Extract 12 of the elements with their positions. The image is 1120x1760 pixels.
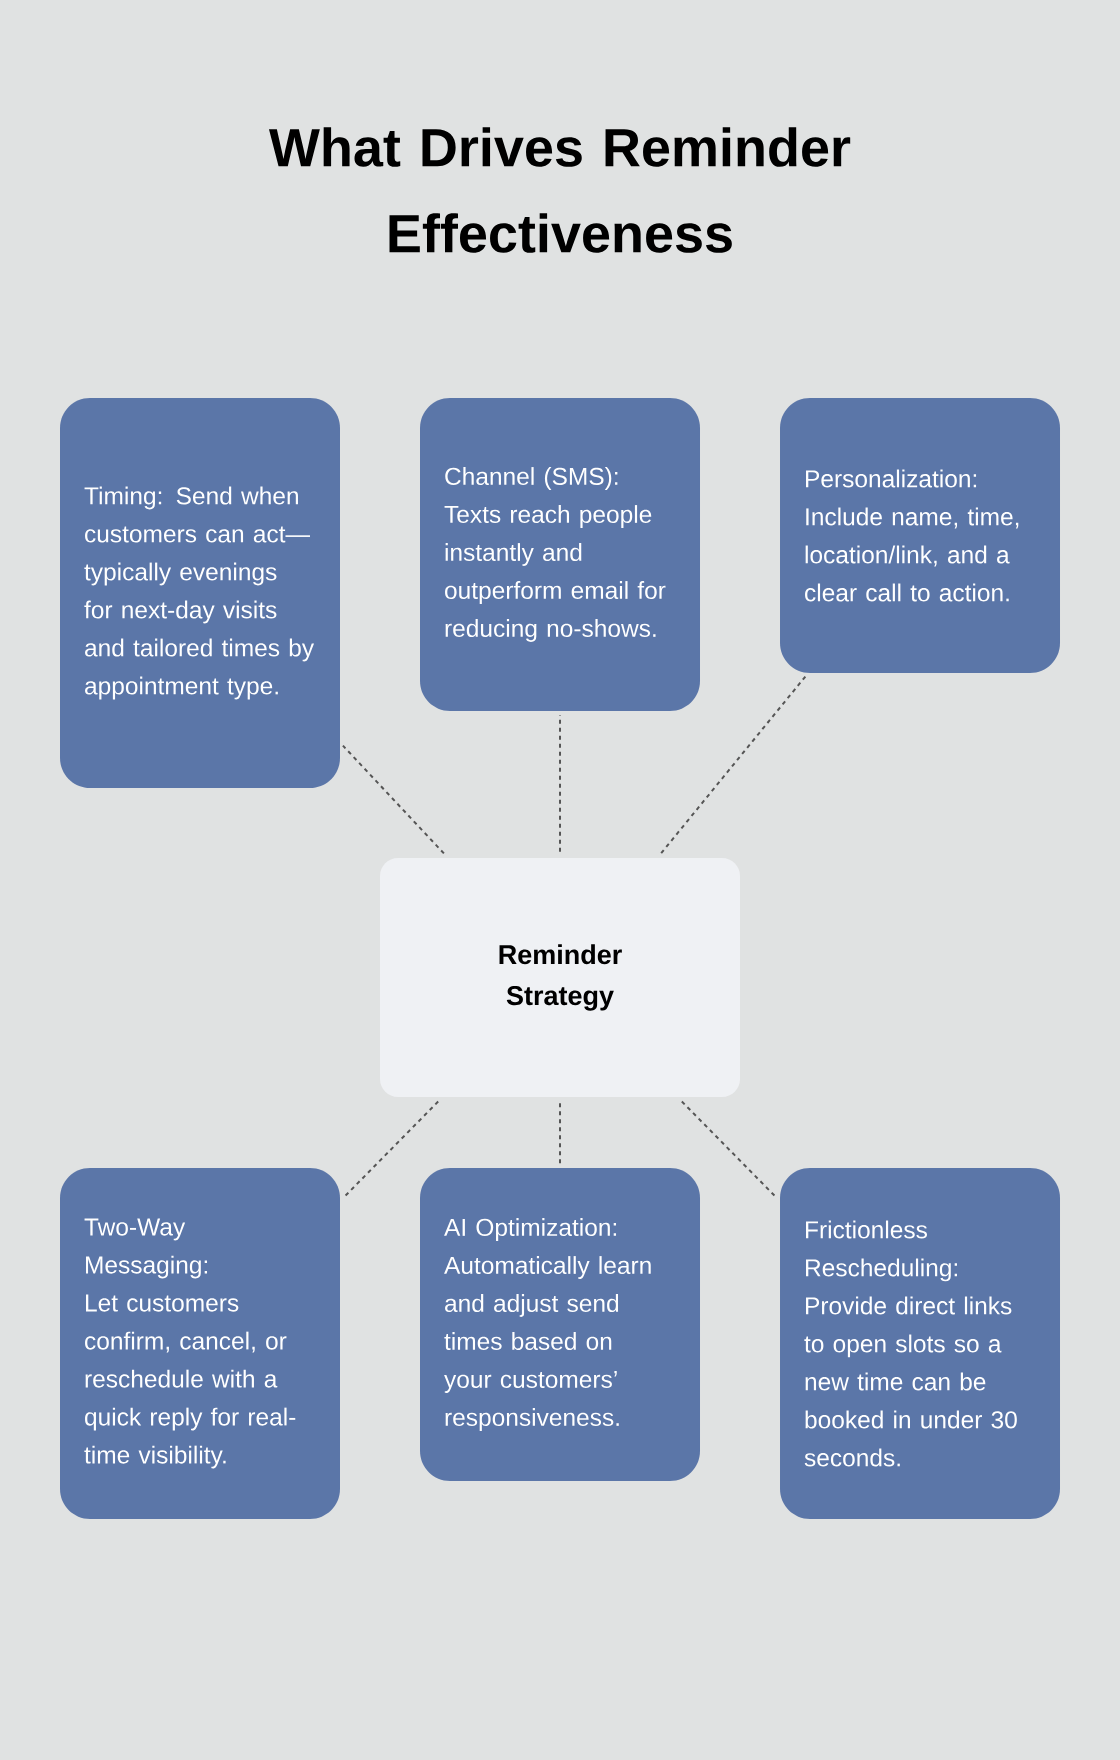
center-box: Reminder Strategy bbox=[380, 858, 740, 1097]
factor-box: AI Optimization: Automatically learn and adjust send times based on your customers’ responsiveness. bbox=[420, 1168, 700, 1481]
factor-box: Two-Way Messaging: Let customers confirm, cancel, or reschedule with a quick reply for real-time visibility. bbox=[60, 1168, 340, 1519]
factor-box: Personalization: Include name, time, location/link, and a clear call to action. bbox=[780, 398, 1060, 673]
connector-line bbox=[341, 744, 445, 855]
title: What Drives Reminder Effectiveness bbox=[269, 127, 851, 253]
connector-line bbox=[660, 675, 807, 855]
factor-box: Timing: Send when customers can act—typically evenings for next-day visits and tailored times by appointment type. bbox=[60, 398, 340, 788]
factor-box: Frictionless Rescheduling: Provide direct links to open slots so a new time can be booked in under 30 seconds. bbox=[780, 1168, 1060, 1519]
factor-box: Channel (SMS): Texts reach people instantly and outperform email for reducing no-shows. bbox=[420, 398, 700, 711]
connector-line bbox=[559, 714, 561, 853]
connector-line bbox=[559, 1102, 561, 1165]
